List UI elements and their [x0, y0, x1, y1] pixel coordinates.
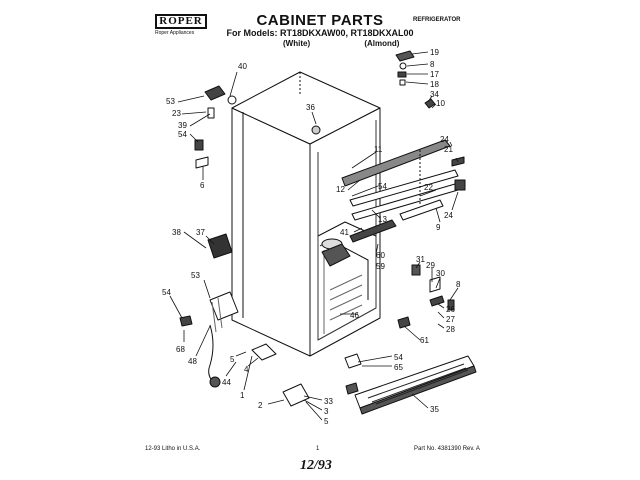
footer-print-date: 12-93 Litho in U.S.A.: [145, 446, 201, 452]
callout-labels: 40 53 23 39 54 6 36 11 12 54 13 41 60 59…: [162, 48, 461, 426]
callout-31: 31: [416, 255, 425, 264]
callout-35: 35: [430, 405, 439, 414]
callout-17: 17: [430, 70, 439, 79]
callout-68: 68: [176, 345, 185, 354]
callout-10: 10: [436, 99, 445, 108]
callout-37: 37: [196, 228, 205, 237]
callout-54: 54: [394, 353, 403, 362]
callout-60: 60: [376, 251, 385, 260]
callout-4: 4: [244, 365, 249, 374]
callout-8: 8: [456, 280, 461, 289]
callout-5: 5: [230, 355, 235, 364]
callout-59: 59: [376, 262, 385, 271]
callout-3: 3: [324, 407, 329, 416]
mullion-rails: [341, 139, 459, 243]
callout-1: 1: [240, 391, 245, 400]
page-title: CABINET PARTS: [256, 12, 384, 29]
callout-53: 53: [191, 271, 200, 280]
callout-18: 18: [430, 80, 439, 89]
brand-subtitle: Roper Appliances: [155, 30, 195, 36]
callout-46: 46: [350, 311, 359, 320]
brand-logo: ROPER Roper Appliances: [155, 14, 207, 36]
front-grille: [354, 355, 477, 415]
callout-6: 6: [200, 181, 205, 190]
callout-21: 21: [444, 145, 453, 154]
model-variants: (White) (Almond): [283, 39, 451, 48]
callout-28: 28: [446, 325, 455, 334]
footer-part-number: Part No. 4381390 Rev. A: [414, 446, 480, 452]
callout-54: 54: [378, 182, 387, 191]
callout-9: 9: [436, 223, 441, 232]
callout-36: 36: [306, 103, 315, 112]
callout-33: 33: [324, 397, 333, 406]
callout-2: 2: [258, 401, 263, 410]
callout-44: 44: [222, 378, 231, 387]
callout-41: 41: [340, 228, 349, 237]
callout-13: 13: [378, 215, 387, 224]
handwritten-date: 12/93: [300, 458, 332, 473]
callout-38: 38: [172, 228, 181, 237]
callout-24: 24: [444, 211, 453, 220]
variant-almond: (Almond): [364, 39, 400, 48]
leader-lines: [169, 51, 459, 421]
callout-61: 61: [420, 336, 429, 345]
variant-white: (White): [283, 39, 311, 48]
callout-26: 26: [446, 305, 455, 314]
callout-27: 27: [446, 315, 455, 324]
footer-page-number: 1: [316, 446, 320, 452]
callout-54: 54: [162, 288, 171, 297]
callout-8: 8: [430, 60, 435, 69]
callout-54: 54: [178, 130, 187, 139]
callout-23: 23: [172, 109, 181, 118]
small-parts: [179, 50, 466, 407]
callout-39: 39: [178, 121, 187, 130]
callout-24: 24: [440, 135, 449, 144]
models-line: For Models: RT18DKXAW00, RT18DKXAL00: [226, 28, 414, 38]
callout-34: 34: [430, 90, 439, 99]
callout-53: 53: [166, 97, 175, 106]
callout-30: 30: [436, 269, 445, 278]
brand-name: ROPER: [159, 15, 203, 27]
category-label: REFRIGERATOR: [413, 17, 461, 23]
callout-12: 12: [336, 185, 345, 194]
callout-22: 22: [424, 183, 433, 192]
callout-40: 40: [238, 62, 247, 71]
callout-11: 11: [374, 145, 383, 154]
callout-65: 65: [394, 363, 403, 372]
callout-5: 5: [324, 417, 329, 426]
callout-19: 19: [430, 48, 439, 57]
callout-48: 48: [188, 357, 197, 366]
callout-29: 29: [426, 261, 435, 270]
